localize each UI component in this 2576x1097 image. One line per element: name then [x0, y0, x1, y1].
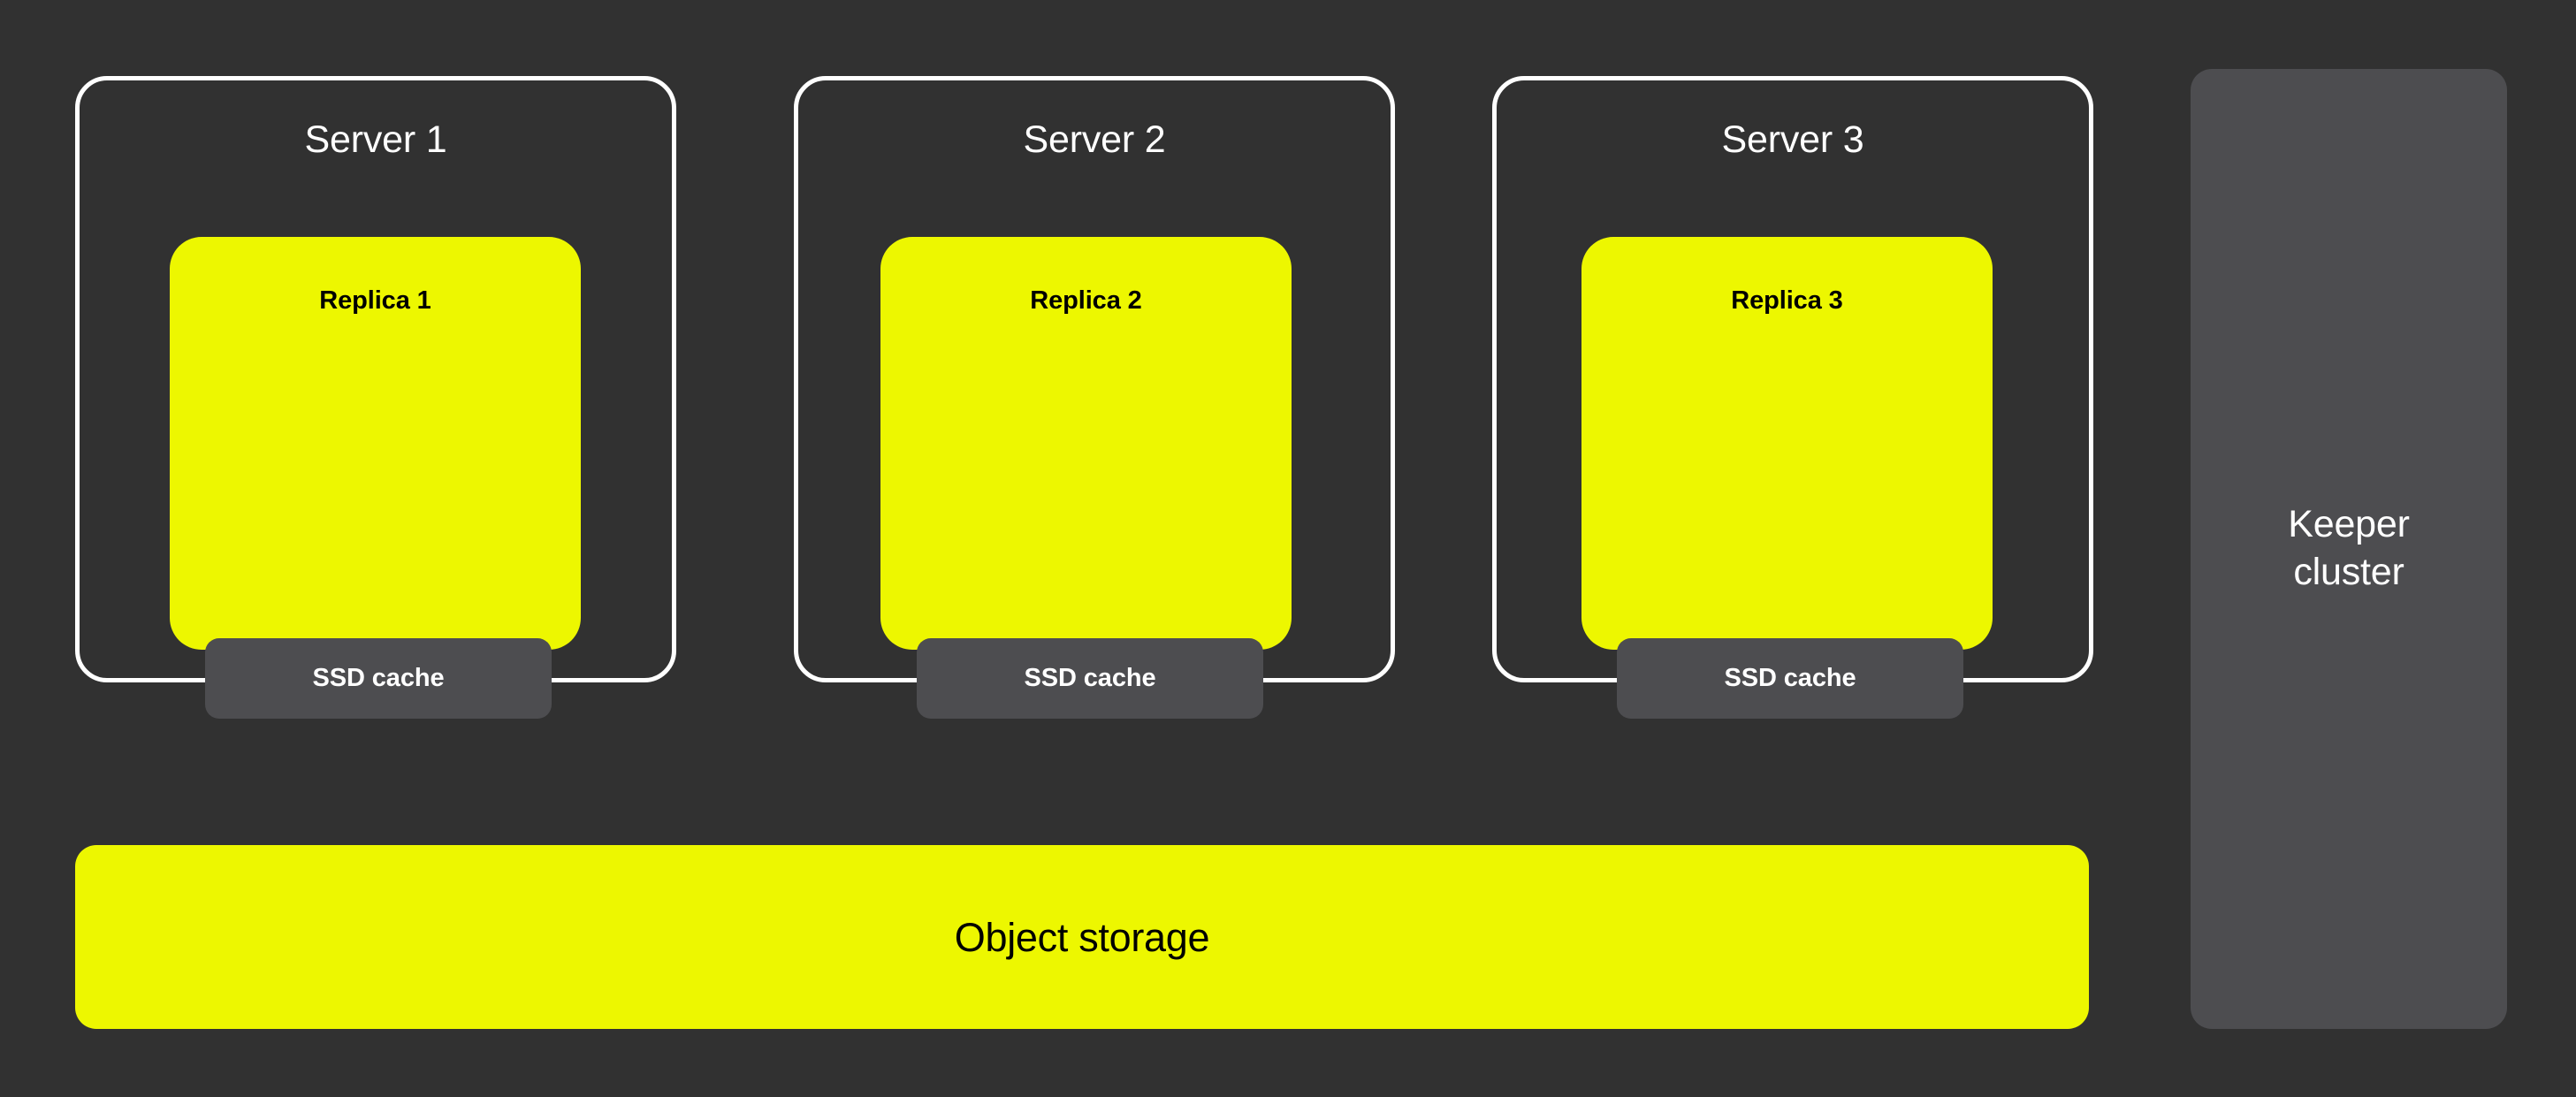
server-title-2: Server 2 — [1023, 118, 1166, 161]
ssd-cache-box-2: SSD cache — [917, 638, 1263, 719]
ssd-cache-box-3: SSD cache — [1617, 638, 1963, 719]
ssd-cache-label-3: SSD cache — [1724, 664, 1856, 692]
ssd-cache-box-1: SSD cache — [205, 638, 552, 719]
replica-label-1: Replica 1 — [319, 286, 431, 315]
replica-label-2: Replica 2 — [1030, 286, 1142, 315]
replica-box-1: Replica 1 — [170, 237, 581, 650]
object-storage-box: Object storage — [75, 845, 2089, 1029]
replica-label-3: Replica 3 — [1731, 286, 1843, 315]
keeper-cluster-box: Keeper cluster — [2191, 69, 2507, 1029]
replica-box-3: Replica 3 — [1581, 237, 1993, 650]
server-title-1: Server 1 — [304, 118, 447, 161]
keeper-cluster-label: Keeper cluster — [2288, 503, 2410, 593]
ssd-cache-label-2: SSD cache — [1024, 664, 1156, 692]
ssd-cache-label-1: SSD cache — [312, 664, 445, 692]
server-title-3: Server 3 — [1721, 118, 1864, 161]
object-storage-label: Object storage — [954, 914, 1210, 960]
replica-box-2: Replica 2 — [880, 237, 1292, 650]
